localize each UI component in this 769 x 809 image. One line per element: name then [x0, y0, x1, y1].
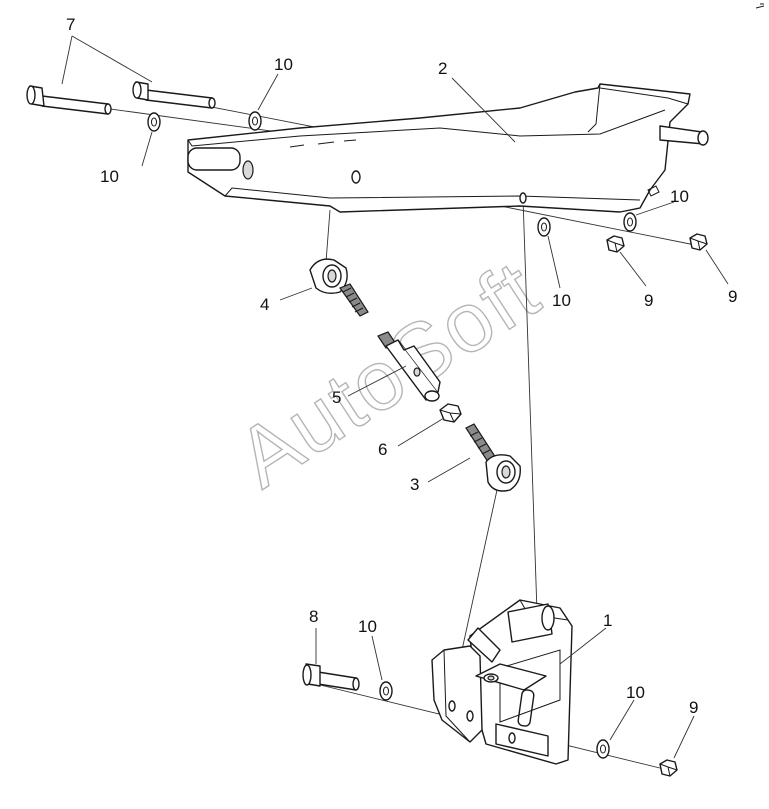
part-10-washer-bottom-left: [379, 681, 393, 701]
corner-mark: [755, 3, 765, 9]
callout-5: 5: [332, 388, 341, 407]
part-10-washer-bottom-right: [596, 739, 610, 759]
callout-4: 4: [260, 295, 269, 314]
part-10-washer-top-left: [147, 112, 161, 132]
callout-10-top: 10: [274, 55, 293, 74]
callout-8: 8: [309, 607, 318, 626]
part-8-bolt-lower: [302, 663, 360, 691]
callout-3: 3: [410, 475, 419, 494]
callout-10-right: 10: [670, 187, 689, 206]
callout-10-lower-left: 10: [358, 617, 377, 636]
part-7-bolt-upper-left: [26, 85, 112, 115]
part-9-nut-mid-left: [606, 235, 625, 253]
callout-9-lower: 9: [689, 698, 698, 717]
part-10-washer-mid-left: [537, 217, 551, 237]
part-2-lever-arm: [187, 83, 709, 213]
callout-9-right: 9: [728, 287, 737, 306]
part-10-washer-top: [248, 111, 262, 131]
callout-10-middle: 10: [552, 291, 571, 310]
callout-labels: 7 10 2 10 10 10 9 9 4 5 6 3 1 8 10 10 9: [66, 15, 737, 717]
part-1-mounting-bracket: [431, 599, 573, 765]
callout-10-lower-right: 10: [626, 683, 645, 702]
part-6-lock-nut: [439, 403, 462, 423]
part-9-nut-bottom: [659, 759, 678, 777]
part-7-bolt-upper-right: [132, 81, 216, 109]
callout-6: 6: [378, 440, 387, 459]
part-10-washer-mid-right: [623, 212, 637, 232]
part-3-rod-end-lower: [465, 423, 521, 492]
callout-10-left: 10: [100, 167, 119, 186]
part-5-coupling-sleeve: [377, 331, 441, 402]
callout-1: 1: [603, 611, 612, 630]
callout-9-middle: 9: [644, 291, 653, 310]
callout-leaders: [61, 35, 729, 759]
part-4-rod-end-upper: [309, 258, 369, 317]
callout-2: 2: [438, 59, 447, 78]
part-9-nut-mid-right: [689, 233, 708, 251]
callout-7: 7: [66, 15, 75, 34]
